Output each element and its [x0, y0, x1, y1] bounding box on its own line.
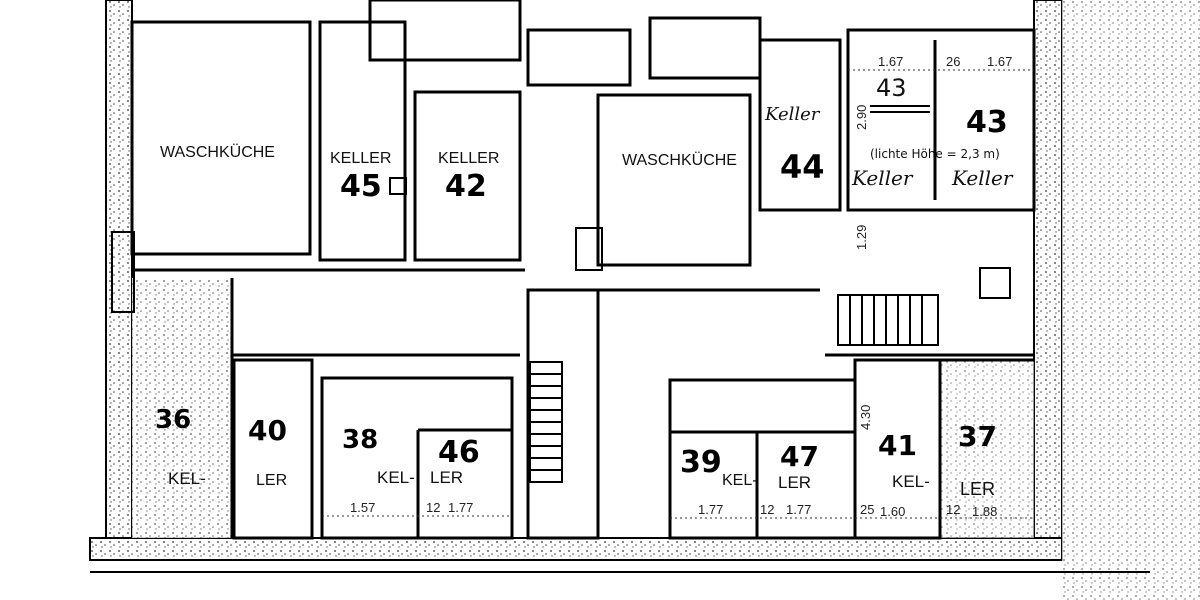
room-number-45: 45 [340, 169, 382, 204]
dim-b3: 1.77 [448, 500, 473, 515]
dim-side-b: 1.29 [854, 225, 869, 250]
room-label-39: KEL- [722, 472, 758, 489]
room-label-keller-43-right: Keller [951, 166, 1014, 190]
dim-b7: 25 [860, 502, 874, 517]
room-label-waschkueche-right: WASCHKÜCHE [622, 151, 737, 169]
room-number-37: 37 [958, 420, 997, 453]
dim-b5: 12 [760, 502, 774, 517]
room-label-37: LER [960, 479, 995, 499]
dim-b4: 1.77 [698, 502, 723, 517]
dim-b9: 12 [946, 502, 960, 517]
dim-side-c: 4.30 [858, 405, 873, 430]
room-label-keller-43-left: Keller [851, 166, 914, 190]
room-label-41: KEL- [892, 472, 930, 491]
dim-side-a: 2.90 [854, 105, 869, 130]
dim-top-a: 1.67 [878, 54, 903, 69]
room-number-41: 41 [878, 429, 917, 462]
dimension-labels: 1.67 26 1.67 2.90 1.29 4.30 1.57 12 1.77… [322, 54, 1034, 519]
room-label-waschkueche-left: WASCHKÜCHE [160, 143, 275, 161]
dim-b6: 1.77 [786, 502, 811, 517]
interior-walls [130, 0, 1036, 540]
room-number-40: 40 [248, 414, 287, 447]
staircase [529, 105, 939, 483]
room-number-43-left: 43 [876, 74, 907, 102]
room-label-46: LER [430, 468, 463, 487]
outer-walls [89, 0, 1200, 600]
dim-b10: 1.88 [972, 504, 997, 519]
dim-b1: 1.57 [350, 500, 375, 515]
room-number-47: 47 [780, 440, 819, 473]
room-label-38: KEL- [377, 468, 415, 487]
room-number-36: 36 [155, 405, 191, 435]
room-label-keller-45: KELLER [330, 150, 391, 167]
room-number-43-right: 43 [966, 105, 1008, 140]
room-label-keller-42: KELLER [438, 150, 499, 167]
room-number-38: 38 [342, 425, 378, 455]
room-number-42: 42 [445, 169, 487, 204]
room-label-47: LER [778, 473, 811, 492]
room-number-39: 39 [680, 445, 722, 480]
room-labels: WASCHKÜCHE KELLER 45 KELLER 42 WASCHKÜCH… [155, 74, 1014, 499]
dim-b8: 1.60 [880, 504, 905, 519]
room-label-36: KEL- [168, 469, 206, 488]
room-label-keller-44: Keller [764, 104, 821, 125]
room-number-44: 44 [780, 148, 825, 186]
room-number-46: 46 [438, 435, 480, 470]
dim-top-c: 1.67 [987, 54, 1012, 69]
dim-top-b: 26 [946, 54, 960, 69]
windows [111, 177, 1011, 313]
ceiling-height-note: (lichte Höhe = 2,3 m) [870, 147, 1000, 161]
room-label-40: LER [256, 472, 287, 489]
dim-b2: 12 [426, 500, 440, 515]
